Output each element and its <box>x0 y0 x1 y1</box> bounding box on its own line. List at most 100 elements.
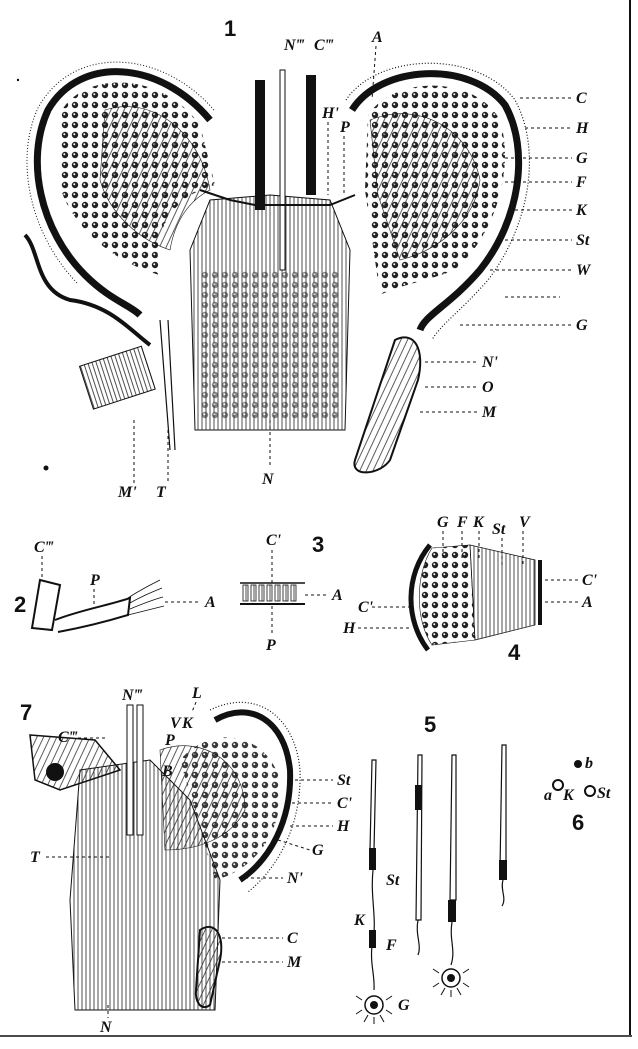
fig1-label-H: H <box>575 120 589 137</box>
fig7-label-G: G <box>312 842 324 859</box>
fig7-lower-organ <box>196 927 221 1007</box>
fig6-label-St: St <box>597 785 611 802</box>
figure-5: 5 St K F G <box>353 712 507 1024</box>
fig1-label-K: K <box>575 202 588 219</box>
fig1-left-muscle <box>80 346 156 409</box>
fig5-label-K: K <box>353 912 366 929</box>
fig1-label-A: A <box>371 29 383 46</box>
fig7-label-H: H <box>336 818 350 835</box>
figure-3: 3 C' A P <box>240 532 343 654</box>
fig7-label-C2: C‴ <box>58 729 78 746</box>
fig4-label-St: St <box>492 521 506 538</box>
fig6-cell-b <box>574 760 582 768</box>
fig1-label-M1: M' <box>117 484 137 501</box>
fig5-rod-3 <box>450 755 456 900</box>
fig4-label-G: G <box>437 514 449 531</box>
figure-6-number: 6 <box>572 810 584 835</box>
fig1-label-C3: C‴ <box>314 37 334 54</box>
fig5-rod-4-nucleus <box>499 860 507 880</box>
figure-2: 2 C‴ P A <box>14 539 216 632</box>
fig1-label-T: T <box>156 484 167 501</box>
fig5-rod-2-nucleus <box>415 785 422 810</box>
fig5-ganglion-cell-2 <box>433 969 469 997</box>
fig6-label-K: K <box>562 787 575 804</box>
fig7-rod-left <box>127 705 133 835</box>
fig7-label-K: K <box>181 715 194 732</box>
fig1-lower-organ <box>354 337 420 472</box>
figure-4: 4 G F K St V C' A C' H <box>342 514 598 665</box>
fig1-nerve-rod-mid <box>280 70 285 270</box>
speck <box>17 79 19 81</box>
fig1-nerve-rod-right <box>306 75 316 195</box>
fig5-label-St: St <box>386 872 400 889</box>
figure-4-number: 4 <box>508 640 521 665</box>
fig2-arc <box>55 598 130 632</box>
figure-7: 7 N‴ L V K C‴ P B St C' H G T <box>20 685 353 1036</box>
fig7-label-C: C <box>287 930 298 947</box>
fig7-label-B: B <box>161 763 173 780</box>
fig1-central-cells <box>200 270 340 420</box>
fig2-label-C3: C‴ <box>34 539 54 556</box>
fig7-rod-right <box>137 705 143 835</box>
fig1-nerve-rod-left <box>255 80 265 210</box>
fig7-label-N1: N' <box>286 870 304 887</box>
fig7-label-M: M <box>286 954 302 971</box>
fig7-left-bulb <box>46 763 64 781</box>
fig7-label-St: St <box>337 772 351 789</box>
fig5-rod-1-knob <box>369 930 376 948</box>
fig1-label-N: N <box>261 471 275 488</box>
figure-5-number: 5 <box>424 712 436 737</box>
fig7-label-C1: C' <box>337 795 353 812</box>
fig7-label-T: T <box>30 849 41 866</box>
fig7-label-N: N <box>99 1019 113 1036</box>
fig4-label-C1r: C' <box>582 572 598 589</box>
figure-2-number: 2 <box>14 592 26 617</box>
fig3-rods <box>243 585 296 601</box>
fig5-rod-1 <box>370 760 376 850</box>
fig7-label-V: V <box>170 715 182 732</box>
fig5-label-F: F <box>385 937 397 954</box>
fig5-rod-4-fiber <box>502 880 504 906</box>
fig5-rod-4 <box>500 745 506 870</box>
fig3-label-C1: C' <box>266 532 282 549</box>
fig1-label-N3: N‴ <box>283 37 305 54</box>
speck <box>44 466 49 471</box>
fig1-label-M: M <box>481 404 497 421</box>
fig4-label-K: K <box>472 514 485 531</box>
figure-3-number: 3 <box>312 532 324 557</box>
fig2-label-P: P <box>89 572 100 589</box>
fig4-fiber-bundle <box>470 545 535 640</box>
fig1-label-C: C <box>576 90 587 107</box>
fig4-label-V: V <box>519 514 531 531</box>
figure-1-number: 1 <box>224 16 236 41</box>
fig6-label-a: a <box>544 787 552 804</box>
fig5-rod-2-fiber <box>417 920 419 955</box>
fig3-label-A: A <box>331 587 343 604</box>
fig1-label-F: F <box>575 174 587 191</box>
fig4-label-H: H <box>342 620 356 637</box>
fig6-cell-st <box>585 786 595 796</box>
fig3-label-P: P <box>265 637 276 654</box>
fig5-ganglion-cell-1 <box>356 996 392 1024</box>
fig7-label-P: P <box>164 732 175 749</box>
fig1-label-St: St <box>576 232 590 249</box>
fig1-label-P: P <box>339 119 350 136</box>
fig2-label-A: A <box>204 594 216 611</box>
fig5-label-G: G <box>398 997 410 1014</box>
figure-1: 1 M' T N N‴ <box>25 16 592 501</box>
fig1-label-G1: G <box>576 150 588 167</box>
fig2-fibers <box>128 580 164 615</box>
fig7-label-N3: N‴ <box>121 687 143 704</box>
fig4-label-A: A <box>581 594 593 611</box>
fig1-label-O: O <box>482 379 494 396</box>
fig5-rod-2 <box>416 755 422 920</box>
fig6-label-b: b <box>585 755 593 772</box>
fig5-rod-1-nucleus <box>369 848 376 870</box>
fig4-label-C1l: C' <box>358 599 374 616</box>
fig1-label-N1: N' <box>481 354 499 371</box>
fig5-rod-3-fiber <box>451 922 453 965</box>
fig7-label-L: L <box>191 685 202 702</box>
fig1-label-H1: H' <box>321 105 339 122</box>
figure-7-number: 7 <box>20 700 32 725</box>
